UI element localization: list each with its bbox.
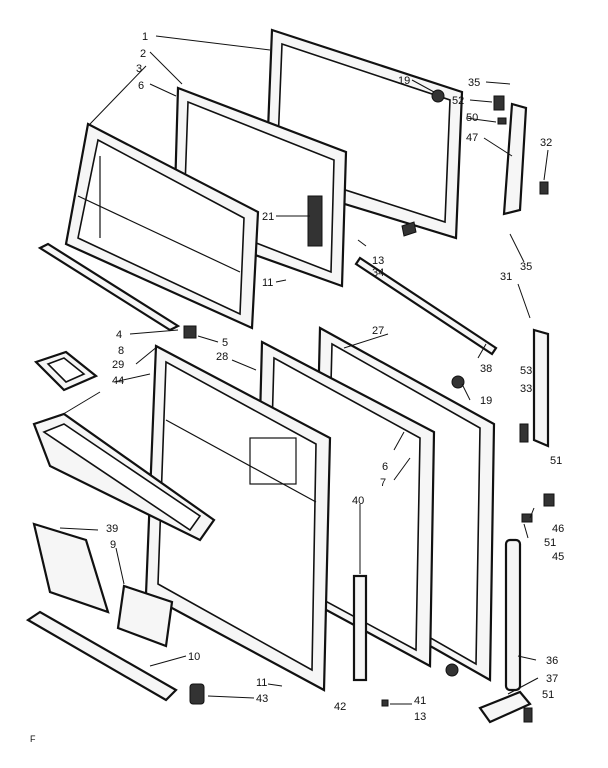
callout-45: 45 bbox=[552, 551, 564, 563]
callout-5: 5 bbox=[222, 337, 228, 349]
freezer-shelf-rail bbox=[37, 242, 181, 332]
screw-41 bbox=[381, 699, 389, 707]
callout-8: 8 bbox=[118, 345, 124, 357]
plug-button-19b bbox=[451, 375, 465, 389]
center-hinge bbox=[519, 328, 555, 523]
callout-51a: 51 bbox=[550, 455, 562, 467]
callout-35a: 35 bbox=[468, 77, 480, 89]
callout-29: 29 bbox=[112, 359, 124, 371]
callout-52: 52 bbox=[452, 95, 464, 107]
callout-2: 2 bbox=[140, 48, 146, 60]
callout-44: 44 bbox=[112, 375, 124, 387]
door-stop-36 bbox=[504, 538, 522, 692]
callout-33: 33 bbox=[520, 383, 532, 395]
callout-27: 27 bbox=[372, 325, 384, 337]
freezer-trim-strip bbox=[183, 325, 197, 339]
fresh-food-door-liner bbox=[144, 344, 332, 692]
shelf-support-bracket-40 bbox=[352, 574, 368, 682]
door-stop-strip bbox=[354, 256, 498, 356]
callout-42: 42 bbox=[334, 701, 346, 713]
callout-4: 4 bbox=[116, 329, 122, 341]
leader-lines bbox=[59, 35, 549, 705]
door-cam-13a bbox=[401, 221, 417, 237]
callout-43: 43 bbox=[256, 693, 268, 705]
callout-1: 1 bbox=[142, 31, 148, 43]
callout-53: 53 bbox=[520, 365, 532, 377]
freezer-door-liner bbox=[64, 122, 260, 330]
callout-32: 32 bbox=[540, 137, 552, 149]
callout-9: 9 bbox=[110, 539, 116, 551]
callout-10: 10 bbox=[188, 651, 200, 663]
callout-47: 47 bbox=[466, 132, 478, 144]
callout-39: 39 bbox=[106, 523, 118, 535]
egg-tray bbox=[33, 350, 99, 392]
dairy-door-39 bbox=[32, 522, 110, 614]
callout-3: 3 bbox=[136, 63, 142, 75]
callout-41: 41 bbox=[414, 695, 426, 707]
callout-51b: 51 bbox=[544, 537, 556, 549]
upper-hinge bbox=[493, 95, 549, 216]
door-cam-13b bbox=[445, 663, 459, 677]
callout-31: 31 bbox=[500, 271, 512, 283]
callout-13b: 13 bbox=[414, 711, 426, 723]
callout-50: 50 bbox=[466, 112, 478, 124]
callout-36: 36 bbox=[546, 655, 558, 667]
plug-button-19a bbox=[431, 89, 445, 103]
dairy-door-9 bbox=[116, 584, 174, 648]
callout-11b: 11 bbox=[256, 677, 267, 689]
callout-51c: 51 bbox=[542, 689, 554, 701]
callout-6a: 6 bbox=[138, 80, 144, 92]
callout-6b: 6 bbox=[382, 461, 388, 473]
callout-37: 37 bbox=[546, 673, 558, 685]
callout-38: 38 bbox=[480, 363, 492, 375]
callout-19b: 19 bbox=[480, 395, 492, 407]
callout-28: 28 bbox=[216, 351, 228, 363]
callout-19a: 19 bbox=[398, 75, 410, 87]
lower-hinge bbox=[478, 690, 533, 724]
callout-46: 46 bbox=[552, 523, 564, 535]
callout-35b: 35 bbox=[520, 261, 532, 273]
callout-40: 40 bbox=[352, 495, 364, 507]
corner-mark: F bbox=[30, 734, 36, 744]
callout-labels: 1 2 3 6 19 35 52 50 47 32 21 13 34 11 35… bbox=[106, 31, 564, 723]
shelf-front-10 bbox=[25, 610, 178, 702]
callout-11a: 11 bbox=[262, 277, 273, 289]
door-shelf-bin bbox=[32, 412, 216, 542]
callout-34: 34 bbox=[372, 267, 384, 279]
callout-7: 7 bbox=[380, 477, 386, 489]
callout-13a: 13 bbox=[372, 255, 384, 267]
callout-21: 21 bbox=[262, 211, 274, 223]
clip-43 bbox=[189, 683, 205, 705]
